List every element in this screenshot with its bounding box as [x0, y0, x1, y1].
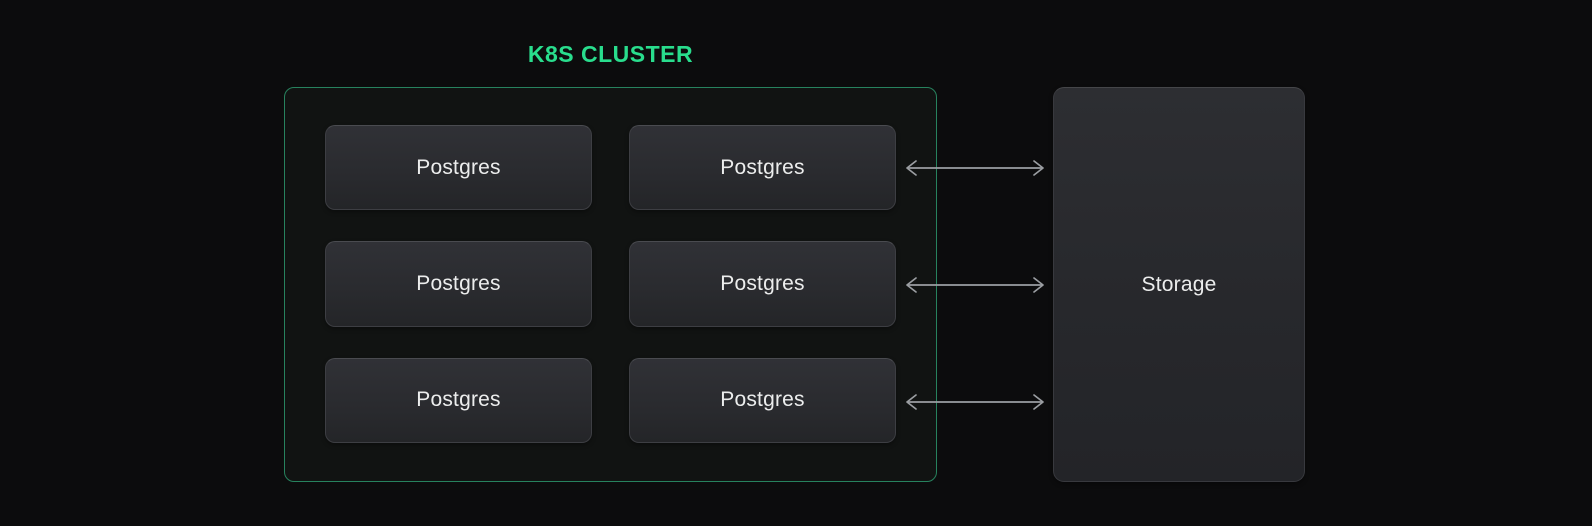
postgres-node-label: Postgres: [416, 155, 501, 179]
postgres-node-label: Postgres: [720, 155, 805, 179]
cluster-title: K8S CLUSTER: [527, 41, 694, 67]
bidirectional-arrow-row1: [906, 160, 1044, 176]
postgres-node-5: Postgres: [325, 357, 592, 443]
postgres-node-label: Postgres: [720, 271, 805, 295]
bidirectional-arrow-row2: [906, 277, 1044, 293]
postgres-node-label: Postgres: [416, 271, 501, 295]
storage-box: Storage: [1053, 87, 1305, 482]
postgres-node-6: Postgres: [629, 357, 896, 443]
postgres-node-2: Postgres: [629, 125, 896, 211]
postgres-node-3: Postgres: [325, 241, 592, 327]
postgres-node-label: Postgres: [416, 388, 501, 412]
storage-label: Storage: [1141, 272, 1217, 296]
postgres-node-label: Postgres: [720, 388, 805, 412]
bidirectional-arrow-row3: [906, 394, 1044, 410]
postgres-node-4: Postgres: [629, 241, 896, 327]
postgres-node-1: Postgres: [325, 125, 592, 211]
k8s-cluster-box: Postgres Postgres Postgres Postgres Post…: [284, 87, 937, 482]
